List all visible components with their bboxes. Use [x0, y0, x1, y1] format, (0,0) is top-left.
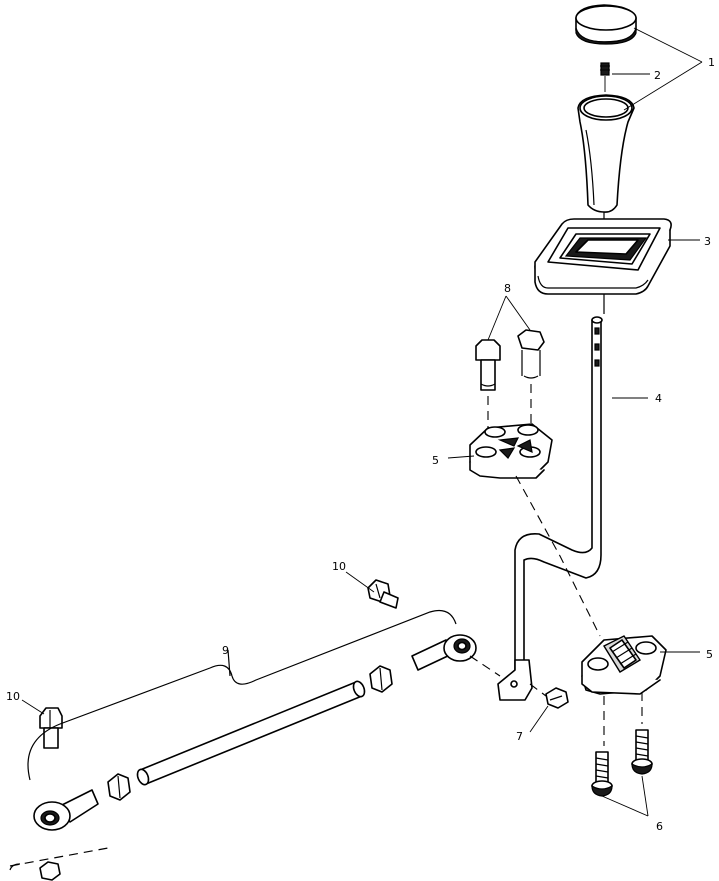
linkage-rod — [136, 680, 366, 786]
screw-part-6-right — [631, 729, 653, 775]
rod-end-left — [33, 789, 99, 831]
callout-2: 2 — [654, 69, 661, 82]
set-screw — [600, 62, 610, 92]
bolt-part-8 — [475, 339, 501, 391]
callout-10-lower: 10 — [6, 690, 20, 703]
nut-bottom-left — [9, 847, 109, 881]
pivot-bracket-lower — [581, 635, 667, 695]
leader-lines — [21, 27, 703, 817]
assembly-lines — [469, 384, 643, 746]
shift-boot-plate — [534, 218, 672, 314]
callout-5-lower: 5 — [706, 648, 713, 661]
bolt-part-10-lower — [39, 707, 63, 749]
bolt-part-10-upper — [367, 579, 399, 609]
shift-handle-grip — [577, 94, 635, 246]
shift-lever-rod — [497, 316, 603, 701]
callout-6: 6 — [656, 820, 663, 833]
lock-nut-left — [107, 773, 131, 801]
callout-8: 8 — [504, 282, 511, 295]
nut-part-8 — [517, 329, 545, 379]
rod-end-right — [411, 634, 477, 671]
callout-3: 3 — [704, 235, 711, 248]
callout-labels: 1 2 3 4 5 5 6 7 8 9 10 10 — [6, 56, 715, 833]
callout-5-upper: 5 — [432, 454, 439, 467]
knob-cap — [575, 4, 637, 45]
linkage-bracket-line — [27, 609, 457, 781]
nut-part-7 — [545, 687, 569, 709]
callout-10-upper: 10 — [332, 560, 346, 573]
callout-7: 7 — [516, 730, 523, 743]
lock-nut-right — [369, 665, 393, 693]
screw-part-6-left — [591, 751, 613, 797]
callout-9: 9 — [222, 644, 229, 657]
pivot-bracket-upper — [469, 423, 553, 479]
callout-1: 1 — [708, 56, 715, 69]
callout-4: 4 — [655, 392, 662, 405]
